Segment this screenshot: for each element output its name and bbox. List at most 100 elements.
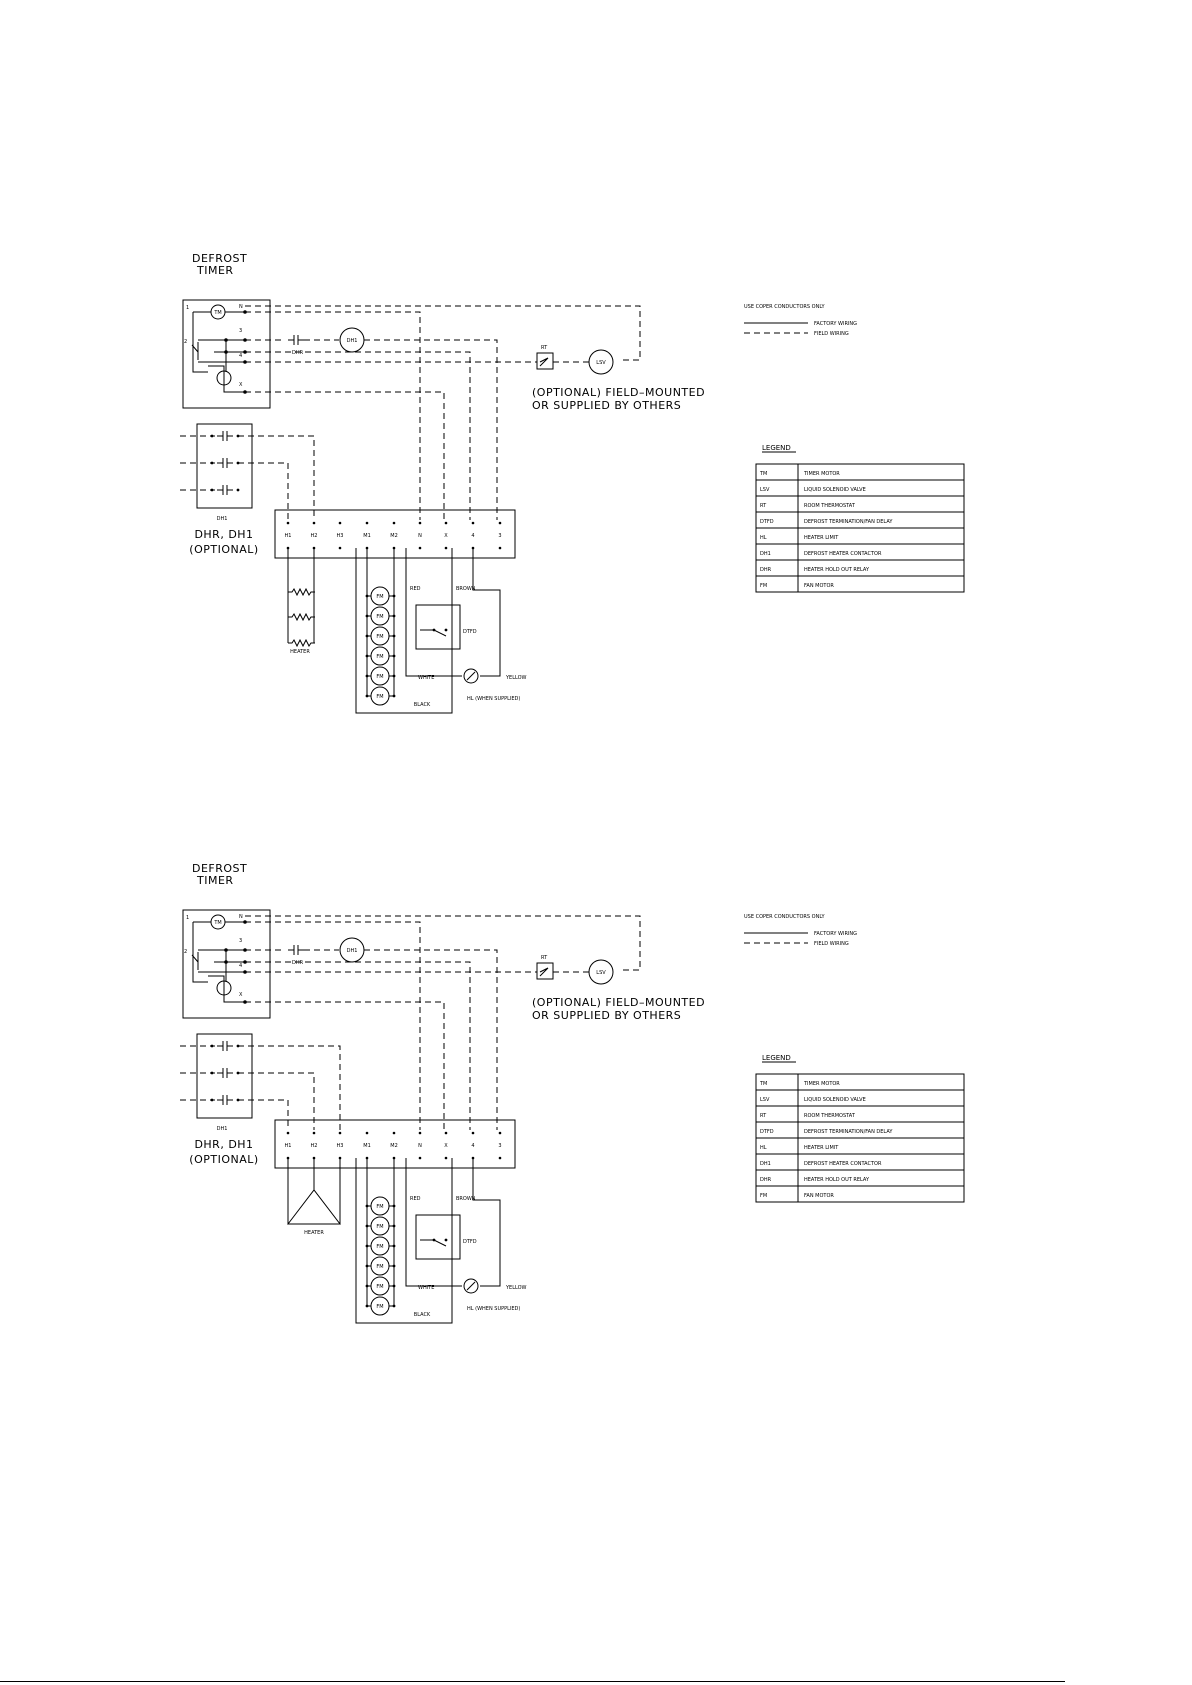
timer-title: DEFROST xyxy=(192,862,247,875)
legend-desc-rt: ROOM THERMOSTAT xyxy=(804,503,856,509)
legend-desc-dhr: HEATER HOLD OUT RELAY xyxy=(804,567,870,573)
legend-code-fm: FM xyxy=(760,1193,767,1199)
terminal-X: X xyxy=(444,533,448,539)
terminal-top-dot xyxy=(392,521,396,525)
legend-desc-hl: HEATER LIMIT xyxy=(804,1145,839,1151)
timer-title: DEFROST xyxy=(192,252,247,265)
legend-desc-dh1: DEFROST HEATER CONTACTOR xyxy=(804,551,882,557)
field-wire-h2 xyxy=(238,435,315,520)
legend-code-dh1: DH1 xyxy=(760,1161,771,1167)
dtfd-box xyxy=(415,1214,461,1260)
junction-dot xyxy=(210,1044,214,1048)
junction-dot xyxy=(392,694,396,698)
junction-dot xyxy=(365,1244,369,1248)
white-wire xyxy=(405,1158,462,1287)
terminal-3: 3 xyxy=(498,533,501,539)
terminal-bottom-dot xyxy=(418,546,422,550)
fan-motor-label: FM xyxy=(376,1284,383,1290)
terminal-top-dot xyxy=(365,1131,369,1135)
timer-pin: 1 xyxy=(186,305,189,311)
heater-limit-icon xyxy=(463,1278,479,1294)
dh1-contactor-box xyxy=(196,423,253,509)
black-wire xyxy=(355,548,453,714)
lsv-label: LSV xyxy=(596,360,606,366)
yellow-wire xyxy=(472,1158,501,1287)
terminal-top-dot xyxy=(338,1131,342,1135)
junction-dot xyxy=(444,628,448,632)
rt-label: RT xyxy=(541,955,548,961)
legend-desc-fm: FAN MOTOR xyxy=(804,583,834,589)
dhr-label: DHR xyxy=(292,960,304,966)
fan-motor-label: FM xyxy=(376,1264,383,1270)
field-wire-h3 xyxy=(238,1045,341,1130)
junction-dot xyxy=(392,634,396,638)
factory-wire xyxy=(208,975,225,1002)
factory-wire xyxy=(466,671,476,681)
legend-desc-tm: TIMER MOTOR xyxy=(803,1081,840,1087)
junction-dot xyxy=(365,674,369,678)
field-wire-n-drop xyxy=(245,921,421,1130)
legend-code-tm: TM xyxy=(759,1081,767,1087)
field-wire-x xyxy=(245,1001,445,1130)
factory-wire xyxy=(539,967,549,977)
timer-pin: X xyxy=(239,382,243,388)
terminal-bottom-dot xyxy=(498,546,502,550)
factory-wire xyxy=(466,1281,476,1291)
legend-desc-hl: HEATER LIMIT xyxy=(804,535,839,541)
wire-color-brown: BROWN xyxy=(456,586,476,592)
dtfd-label: DTFD xyxy=(463,1239,477,1245)
legend-code-dtfd: DTFD xyxy=(760,1129,774,1135)
optional-note: OR SUPPLIED BY OTHERS xyxy=(532,399,681,412)
junction-dot xyxy=(365,694,369,698)
optional-note: OR SUPPLIED BY OTHERS xyxy=(532,1009,681,1022)
terminal-bottom-dot xyxy=(418,1156,422,1160)
page-footer-rule xyxy=(0,1681,1065,1682)
timer-pin: 3 xyxy=(239,938,242,944)
factory-wire xyxy=(208,365,225,392)
heater-element xyxy=(288,587,315,597)
heater-element xyxy=(288,638,315,648)
heater-limit-icon xyxy=(463,668,479,684)
legend-desc-dh1: DEFROST HEATER CONTACTOR xyxy=(804,1161,882,1167)
wire-color-yellow: YELLOW xyxy=(505,675,527,681)
legend-code-rt: RT xyxy=(760,503,767,509)
contactor-note: (OPTIONAL) xyxy=(189,543,258,556)
field-wire-h1 xyxy=(238,1099,289,1130)
timer-pin: X xyxy=(239,992,243,998)
timer-motor-label: TM xyxy=(213,920,221,926)
timer-title: TIMER xyxy=(196,264,234,277)
defrost-timer-box xyxy=(182,299,271,409)
field-wire-4 xyxy=(245,961,471,1130)
junction-dot xyxy=(365,614,369,618)
field-wire-h2 xyxy=(238,1072,315,1130)
fan-motor-label: FM xyxy=(376,674,383,680)
terminal-4: 4 xyxy=(471,1143,474,1149)
fan-motor-label: FM xyxy=(376,654,383,660)
terminal-3: 3 xyxy=(498,1143,501,1149)
rt-label: RT xyxy=(541,345,548,351)
junction-dot xyxy=(365,654,369,658)
terminal-bottom-dot xyxy=(338,546,342,550)
contactor-note: DHR, DH1 xyxy=(194,1138,253,1151)
timer-pin: 2 xyxy=(184,949,187,955)
factory-wire xyxy=(223,385,245,393)
factory-wiring-label: FACTORY WIRING xyxy=(814,321,857,327)
legend-desc-rt: ROOM THERMOSTAT xyxy=(804,1113,856,1119)
junction-dot xyxy=(392,614,396,618)
junction-dot xyxy=(365,634,369,638)
terminal-top-dot xyxy=(286,521,290,525)
field-wiring-label: FIELD WIRING xyxy=(814,331,849,337)
heater-limit-label: HL (WHEN SUPPLIED) xyxy=(467,696,520,702)
rt-thermostat-icon xyxy=(536,352,554,370)
junction-dot xyxy=(392,594,396,598)
terminal-X: X xyxy=(444,1143,448,1149)
terminal-top-dot xyxy=(338,521,342,525)
terminal-M1: M1 xyxy=(363,533,371,539)
legend-desc-dtfd: DEFROST TERMINATION/FAN DELAY xyxy=(804,519,893,525)
junction-dot xyxy=(210,1071,214,1075)
legend-code-dhr: DHR xyxy=(760,1177,772,1183)
wire-color-red: RED xyxy=(410,586,421,592)
junction-dot xyxy=(392,1244,396,1248)
defrost-timer-box xyxy=(182,909,271,1019)
